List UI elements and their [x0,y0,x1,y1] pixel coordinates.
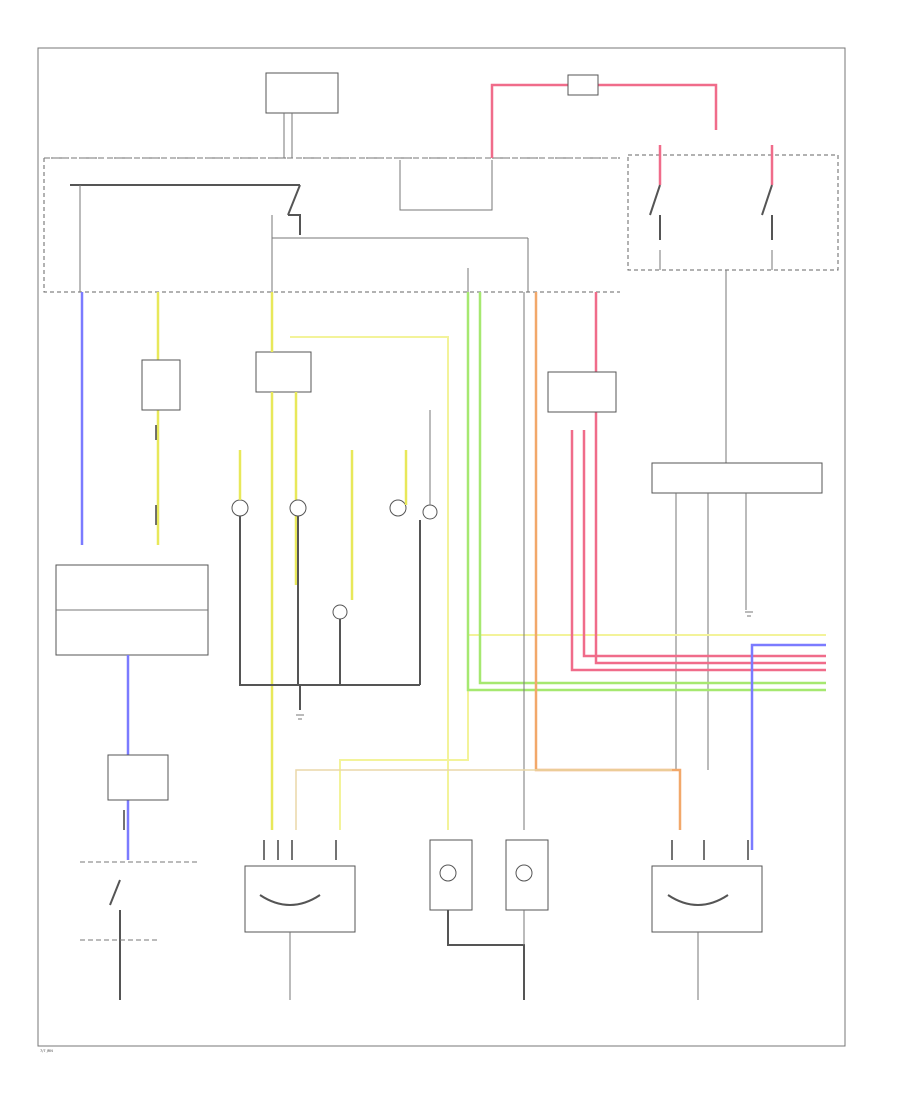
left-stop-lamp-switch-area [627,154,839,271]
center-turn-module [255,351,312,393]
light-yellow-cross [339,634,826,830]
lamp-group-center [231,499,438,620]
footer-code: 7/7 JRN [40,1049,53,1053]
diagram-border [37,47,846,1047]
hot-at-all-times-fuse [399,160,493,211]
green-wire-b [478,292,826,685]
left-flasher-relay [107,754,169,801]
red-wire-c [582,430,826,658]
light-yellow-wire [290,336,449,830]
left-rear-combination-lamp [244,865,356,933]
right-control-module [651,462,823,494]
connector-markers [123,425,749,860]
blue-wire-right [750,643,826,850]
grey-wire-lower [295,769,672,830]
green-wire-a [466,292,826,692]
stop-switch-left [649,184,661,240]
top-right-fuse [567,74,599,96]
right-center-module [547,371,617,413]
fuse-box-outline [43,157,620,293]
left-small-module [141,359,181,411]
power-source-box [265,72,339,114]
red-wire-a [594,292,826,665]
right-rear-combination-lamp [651,865,763,933]
left-main-switch [109,879,121,1000]
red-power-wire-top [490,83,718,158]
ground-symbols [296,611,753,720]
red-wire-b [570,430,826,672]
stop-switch-right [761,184,773,240]
relay-switch [70,184,301,235]
